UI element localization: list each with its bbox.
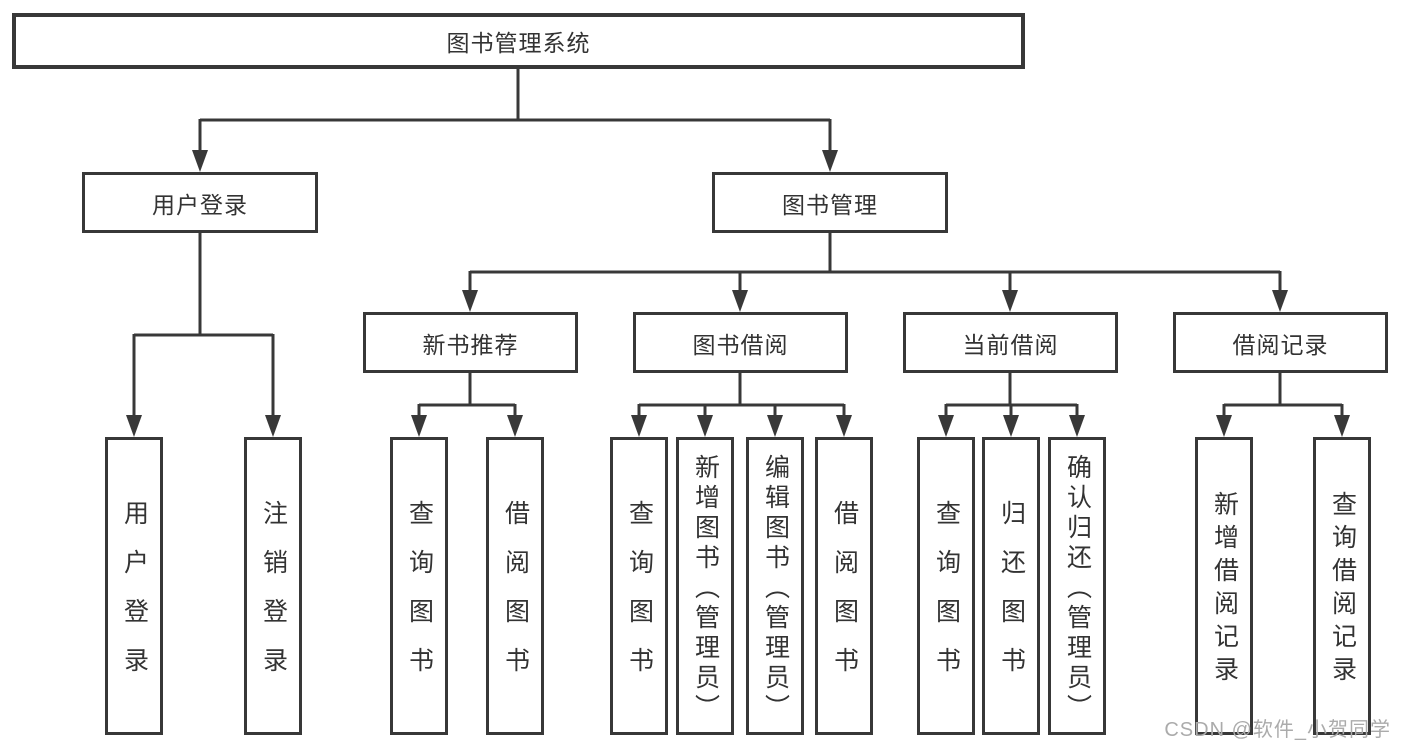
node-new-book-recommend: 新书推荐 (363, 312, 578, 373)
leaf-query-books-current: 查询图书 (917, 437, 975, 735)
leaf-query-borrow-record-label: 查询借阅记录 (1328, 491, 1357, 689)
leaf-user-login: 用户登录 (105, 437, 163, 735)
arrow-down-icon (462, 290, 478, 312)
leaf-borrow-books-recommend: 借阅图书 (486, 437, 544, 735)
leaf-add-book-admin: 新增图书（管理员） (676, 437, 734, 735)
arrow-down-icon (411, 415, 427, 437)
leaf-logout: 注销登录 (244, 437, 302, 735)
arrow-down-icon (1069, 415, 1085, 437)
leaf-query-borrow-record: 查询借阅记录 (1313, 437, 1371, 735)
arrow-down-icon (836, 415, 852, 437)
arrow-down-icon (697, 415, 713, 437)
node-book-borrow-label: 图书借阅 (692, 331, 789, 358)
node-book-management-label: 图书管理 (782, 191, 878, 218)
arrow-down-icon (1216, 415, 1232, 437)
leaf-add-borrow-record: 新增借阅记录 (1195, 437, 1253, 735)
leaf-confirm-return-admin: 确认归还（管理员） (1048, 437, 1106, 735)
node-library-system-label: 图书管理系统 (446, 30, 591, 56)
arrow-down-icon (822, 150, 838, 172)
node-current-borrow: 当前借阅 (903, 312, 1118, 373)
leaf-query-books-recommend-label: 查询图书 (405, 500, 434, 696)
arrow-down-icon (1003, 415, 1019, 437)
arrow-down-icon (507, 415, 523, 437)
leaf-query-books-borrow: 查询图书 (610, 437, 668, 735)
arrowhead-icons (126, 150, 1350, 437)
leaf-query-books-borrow-label: 查询图书 (625, 500, 654, 696)
leaf-borrow-books-recommend-label: 借阅图书 (501, 500, 530, 696)
leaf-borrow-books-borrow-label: 借阅图书 (830, 500, 859, 696)
csdn-watermark: CSDN @软件_小贺同学 (1164, 719, 1391, 741)
arrow-down-icon (1272, 290, 1288, 312)
arrow-down-icon (938, 415, 954, 437)
arrow-down-icon (265, 415, 281, 437)
node-library-system: 图书管理系统 (12, 13, 1025, 69)
node-book-borrow: 图书借阅 (633, 312, 848, 373)
arrow-down-icon (192, 150, 208, 172)
leaf-edit-book-admin: 编辑图书（管理员） (746, 437, 804, 735)
leaf-confirm-return-admin-label: 确认归还（管理员） (1063, 453, 1092, 724)
arrow-down-icon (732, 290, 748, 312)
leaf-add-book-admin-label: 新增图书（管理员） (691, 453, 720, 724)
tree-edges (132, 68, 1344, 417)
arrow-down-icon (631, 415, 647, 437)
leaf-edit-book-admin-label: 编辑图书（管理员） (761, 453, 790, 724)
leaf-query-books-recommend: 查询图书 (390, 437, 448, 735)
leaf-query-books-current-label: 查询图书 (932, 500, 961, 696)
leaf-return-book: 归还图书 (982, 437, 1040, 735)
node-book-management: 图书管理 (712, 172, 948, 233)
leaf-user-login-label: 用户登录 (120, 500, 149, 696)
node-borrow-records-label: 借阅记录 (1232, 331, 1329, 358)
leaf-return-book-label: 归还图书 (997, 500, 1026, 696)
leaf-logout-label: 注销登录 (259, 500, 288, 696)
leaf-borrow-books-borrow: 借阅图书 (815, 437, 873, 735)
arrow-down-icon (767, 415, 783, 437)
leaf-add-borrow-record-label: 新增借阅记录 (1210, 491, 1239, 689)
arrow-down-icon (1002, 290, 1018, 312)
node-user-login: 用户登录 (82, 172, 318, 233)
node-current-borrow-label: 当前借阅 (962, 331, 1059, 358)
node-borrow-records: 借阅记录 (1173, 312, 1388, 373)
arrow-down-icon (126, 415, 142, 437)
node-user-login-label: 用户登录 (152, 191, 248, 218)
node-new-book-recommend-label: 新书推荐 (422, 331, 519, 358)
arrow-down-icon (1334, 415, 1350, 437)
